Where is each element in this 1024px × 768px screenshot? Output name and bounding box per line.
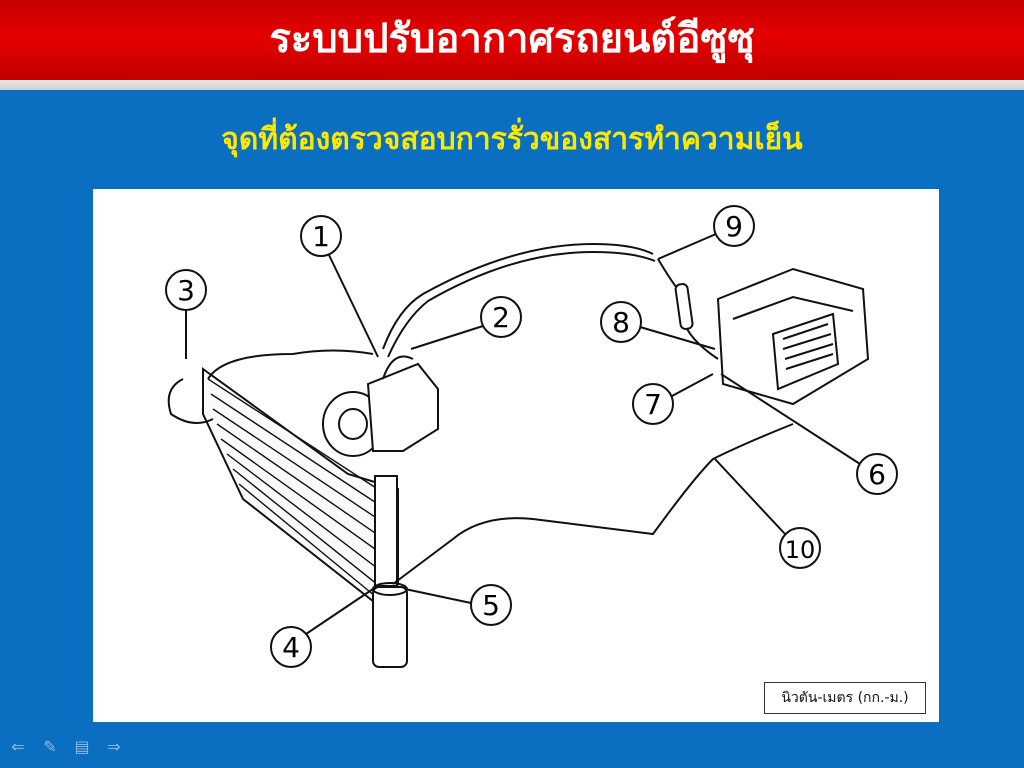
- unit-label: นิวตัน-เมตร (กก.-ม.): [764, 682, 926, 714]
- condenser-fins: [207, 378, 394, 602]
- callout-8: 8: [612, 306, 630, 339]
- pen-icon[interactable]: ✎: [43, 737, 57, 756]
- slide-title: ระบบปรับอากาศรถยนต์อีซูซุ: [269, 16, 755, 62]
- suction-hose: [382, 242, 654, 350]
- compressor-body: [366, 362, 439, 452]
- receiver-drier: [372, 586, 408, 668]
- ac-system-diagram: 1 2 3 4 5 6 7 8 9 10 นิวตัน-เมตร (กก.-ม.…: [93, 189, 939, 722]
- slide-nav: ⇐ ✎ ▤ ⇒: [8, 739, 124, 757]
- callout-2: 2: [492, 301, 510, 334]
- callout-10: 10: [785, 536, 816, 564]
- callout-9: 9: [725, 210, 743, 243]
- inline-filter: [674, 283, 694, 330]
- callout-5: 5: [482, 589, 500, 622]
- diagram-lines: [165, 205, 898, 668]
- high-pressure-line: [392, 423, 794, 585]
- arrow-right-icon[interactable]: ⇒: [107, 737, 121, 756]
- callout-labels: 1 2 3 4 5 6 7 8 9 10: [177, 210, 886, 664]
- callout-4: 4: [282, 631, 300, 664]
- slide-subtitle: จุดที่ต้องตรวจสอบการรั่วของสารทำความเย็น: [221, 122, 803, 157]
- arrow-left-icon[interactable]: ⇐: [11, 737, 25, 756]
- callout-7: 7: [644, 388, 662, 421]
- diagram-drawing: 1 2 3 4 5 6 7 8 9 10: [165, 205, 898, 668]
- liquid-line: [207, 349, 374, 380]
- title-bar-underline: [0, 80, 1024, 90]
- callout-6: 6: [868, 458, 886, 491]
- menu-icon[interactable]: ▤: [74, 737, 90, 756]
- callout-1: 1: [312, 220, 330, 253]
- callout-3: 3: [177, 274, 195, 307]
